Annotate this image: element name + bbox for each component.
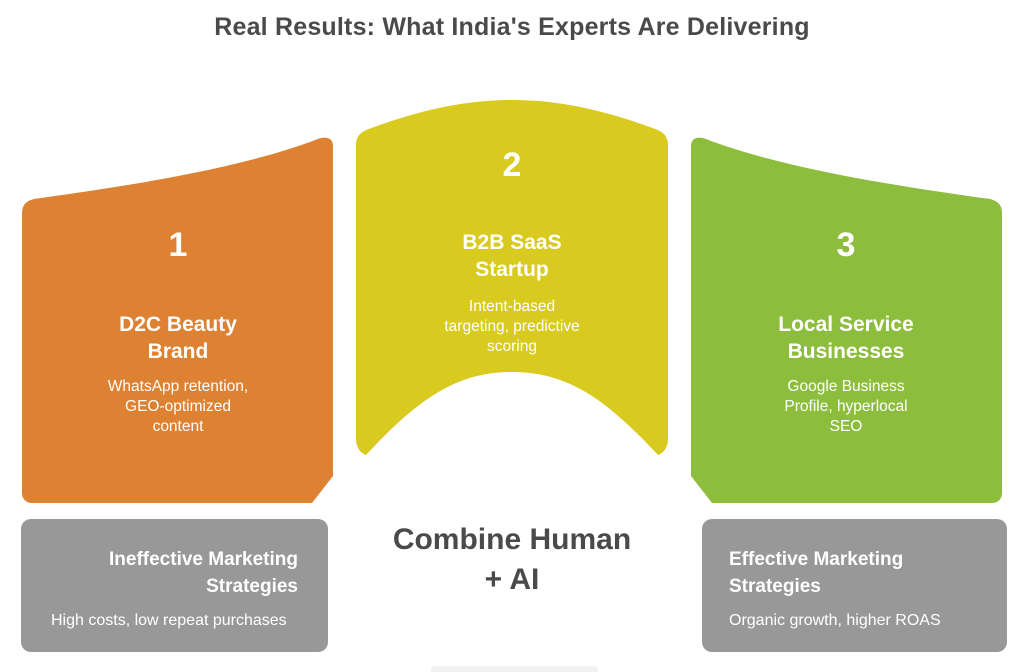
card-2-heading: B2B SaaS Startup — [462, 231, 562, 281]
ineffective-strategies-heading: Ineffective Marketing Strategies — [109, 549, 298, 597]
card-3-detail: Google Business Profile, hyperlocal SEO — [784, 378, 908, 435]
ineffective-strategies-box: Ineffective Marketing Strategies High co… — [21, 519, 328, 652]
combine-human-ai-label: Combine Human + AI — [392, 523, 632, 596]
card-shape-3-path — [691, 137, 1002, 503]
card-2-detail: Intent-based targeting, predictive scori… — [444, 298, 580, 355]
card-shape-1-path — [22, 137, 333, 503]
effective-strategies-heading: Effective Marketing Strategies — [729, 549, 904, 597]
card-shape-2 — [356, 100, 668, 455]
card-shape-1 — [22, 137, 333, 503]
card-shape-2-path — [356, 100, 668, 455]
card-shape-3 — [691, 137, 1002, 503]
card-2-number: 2 — [502, 146, 522, 184]
ineffective-strategies-detail: High costs, low repeat purchases — [51, 612, 287, 629]
card-1-number: 1 — [168, 226, 188, 264]
card-3-heading: Local Service Businesses — [778, 313, 914, 363]
card-1-detail: WhatsApp retention, GEO-optimized conten… — [107, 378, 249, 435]
card-1-heading: D2C Beauty Brand — [119, 313, 237, 363]
bottom-peek-bar — [431, 666, 598, 672]
effective-strategies-box: Effective Marketing Strategies Organic g… — [702, 519, 1007, 652]
effective-strategies-detail: Organic growth, higher ROAS — [729, 612, 941, 629]
card-3-number: 3 — [836, 226, 856, 264]
page-title: Real Results: What India's Experts Are D… — [214, 13, 810, 41]
